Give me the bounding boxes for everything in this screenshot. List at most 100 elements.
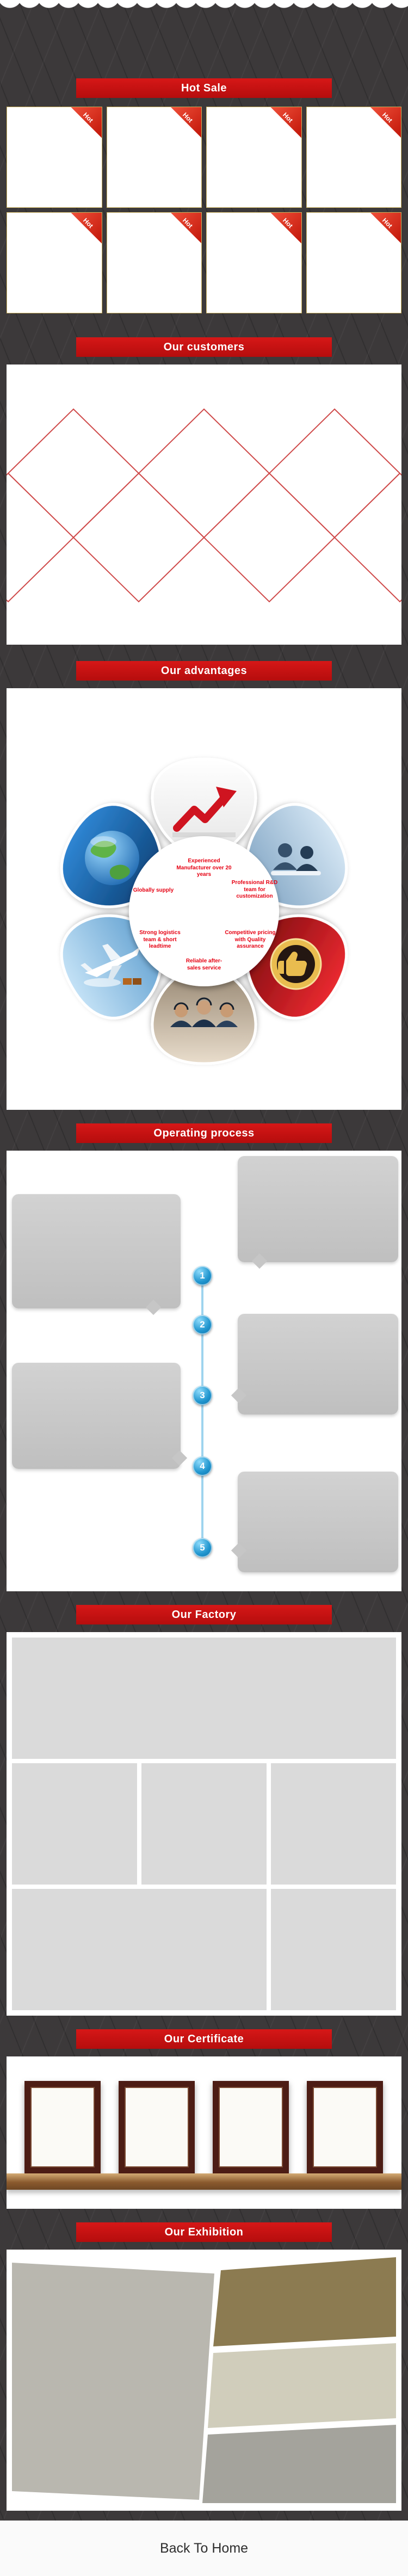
- customer-logo-diamond: [72, 472, 205, 603]
- growth-arrow-icon: [172, 787, 237, 837]
- exhibition-photo-collage: [12, 2257, 396, 2503]
- hot-ribbon-label: Hot: [380, 110, 394, 125]
- section-title-certificate: Our Certificate: [164, 2033, 244, 2045]
- factory-photo: [141, 1763, 267, 1885]
- section-banner-advantages: Our advantages: [76, 661, 332, 681]
- bubble-tail: [145, 1299, 162, 1315]
- certificate-frame: [213, 2081, 289, 2173]
- hot-ribbon: Hot: [70, 107, 102, 138]
- factory-row: [12, 1763, 396, 1885]
- section-title-process: Operating process: [153, 1127, 255, 1139]
- certificate-frame: [119, 2081, 195, 2173]
- advantages-section: Experienced Manufacturer over 20 years G…: [7, 688, 401, 1110]
- factory-photo: [271, 1763, 396, 1885]
- customers-section: [0, 365, 408, 645]
- hot-ribbon-label: Hot: [81, 110, 95, 125]
- section-banner-exhibition: Our Exhibition: [76, 2222, 332, 2242]
- factory-row: [12, 1638, 396, 1759]
- medal-thumbs-up-icon: [270, 938, 322, 990]
- certificate-frame: [24, 2081, 101, 2173]
- hot-ribbon: Hot: [270, 213, 301, 244]
- product-card[interactable]: Hot: [7, 212, 102, 313]
- advantage-label-manufacturer: Experienced Manufacturer over 20 years: [176, 858, 232, 878]
- team-photo-icon: [271, 843, 321, 875]
- exhibition-photo: [213, 2257, 396, 2346]
- section-banner-customers: Our customers: [76, 337, 332, 357]
- advantage-label-rd-team: Professional R&D team for customization: [231, 880, 278, 899]
- back-to-home-link[interactable]: Back To Home: [159, 2540, 249, 2556]
- process-step-card: [231, 1314, 398, 1414]
- product-card[interactable]: Hot: [106, 107, 202, 208]
- process-step-number: 4: [193, 1456, 212, 1476]
- advantages-flower-diagram: [7, 688, 401, 1110]
- factory-photo: [271, 1889, 396, 2010]
- exhibition-section: [7, 2250, 401, 2511]
- section-title-exhibition: Our Exhibition: [164, 2226, 244, 2238]
- hot-ribbon-label: Hot: [380, 216, 394, 230]
- hot-ribbon-label: Hot: [281, 216, 294, 230]
- hot-ribbon-label: Hot: [281, 110, 294, 125]
- product-card[interactable]: Hot: [206, 107, 302, 208]
- advantage-label-globally: Globally supply: [133, 887, 174, 893]
- advantage-label-pricing: Competitive pricing with Quality assuran…: [225, 930, 276, 949]
- process-step-number: 1: [193, 1266, 212, 1286]
- process-step-number: 2: [193, 1315, 212, 1335]
- hot-sale-grid: Hot Hot Hot Hot Hot Hot Hot Hot: [7, 107, 401, 313]
- exhibition-photo: [12, 2263, 214, 2500]
- advantage-label-logistics: Strong logistics team & short leadtime: [139, 930, 181, 949]
- airplane-icon: [81, 944, 141, 987]
- process-timeline: [201, 1271, 203, 1552]
- customer-logo-diamond: [0, 472, 75, 603]
- scalloped-top-edge: [0, 0, 408, 14]
- process-section: 1 2 3 4 5: [7, 1151, 401, 1591]
- hot-ribbon: Hot: [370, 107, 401, 138]
- bubble-tail: [251, 1253, 268, 1269]
- exhibition-photo: [202, 2425, 396, 2503]
- customer-diamond-lattice: [0, 408, 408, 603]
- section-banner-process: Operating process: [76, 1123, 332, 1143]
- process-step-number: 3: [193, 1386, 212, 1405]
- hot-ribbon-label: Hot: [181, 110, 195, 125]
- section-banner-factory: Our Factory: [76, 1605, 332, 1624]
- factory-row: [12, 1889, 396, 2010]
- section-banner-certificate: Our Certificate: [76, 2029, 332, 2049]
- advantages-center-disc: [129, 836, 279, 986]
- exhibition-photo: [208, 2343, 396, 2428]
- factory-photo: [12, 1638, 396, 1759]
- product-card[interactable]: Hot: [106, 212, 202, 313]
- process-step-card: [238, 1156, 398, 1269]
- customer-logo-diamond: [333, 472, 408, 603]
- product-card[interactable]: Hot: [206, 212, 302, 313]
- hot-ribbon: Hot: [270, 107, 301, 138]
- section-banner-hot-sale: Hot Sale: [76, 78, 332, 98]
- factory-photo: [12, 1763, 137, 1885]
- product-card[interactable]: Hot: [7, 107, 102, 208]
- process-step-number: 5: [193, 1538, 212, 1558]
- section-title-factory: Our Factory: [171, 1608, 237, 1621]
- section-title-hot-sale: Hot Sale: [181, 82, 227, 94]
- advantage-label-after-sales: Reliable after-sales service: [186, 958, 222, 971]
- hot-ribbon: Hot: [370, 213, 401, 244]
- process-step-card: [231, 1472, 398, 1572]
- hot-ribbon-label: Hot: [81, 216, 95, 230]
- customer-logo-diamond: [203, 472, 336, 603]
- factory-section: [7, 1632, 401, 2016]
- certificate-frame: [307, 2081, 383, 2173]
- hot-ribbon-label: Hot: [181, 216, 195, 230]
- hot-ribbon: Hot: [170, 107, 202, 138]
- hot-ribbon: Hot: [170, 213, 202, 244]
- product-card[interactable]: Hot: [306, 107, 401, 208]
- certificate-section: [7, 2056, 401, 2209]
- section-title-customers: Our customers: [163, 341, 245, 353]
- bubble-tail: [171, 1450, 188, 1466]
- bubble-tail: [231, 1387, 247, 1404]
- bubble-tail: [231, 1542, 247, 1559]
- support-team-icon: [170, 997, 238, 1027]
- page-footer: Back To Home: [0, 2521, 408, 2576]
- globe-icon: [85, 831, 139, 885]
- hot-ribbon: Hot: [70, 213, 102, 244]
- factory-photo: [12, 1889, 267, 2010]
- product-card[interactable]: Hot: [306, 212, 401, 313]
- section-title-advantages: Our advantages: [160, 664, 248, 677]
- process-step-card: [12, 1194, 181, 1315]
